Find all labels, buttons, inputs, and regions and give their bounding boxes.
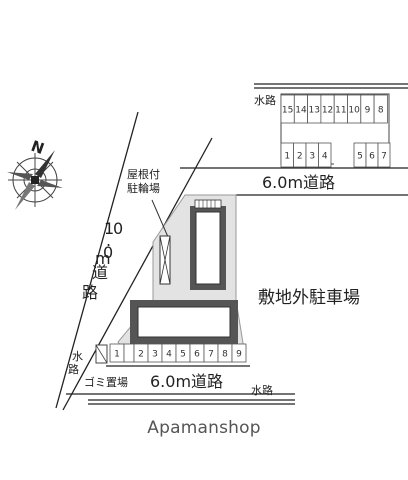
top-water-label: 水路 [254, 94, 276, 107]
bottom-road-label: 6.0m道路 [150, 372, 223, 391]
svg-text:.: . [106, 231, 111, 250]
svg-text:0: 0 [113, 219, 123, 238]
left-water-label: 水 路 [68, 350, 83, 376]
compass-icon [7, 150, 63, 210]
top-road-label: 6.0m道路 [262, 173, 335, 192]
site-parking-number: 1 [114, 350, 120, 360]
diagonal-road-label: 1 0 . 0 m 道 路 [82, 219, 123, 302]
top-parking-left-number: 1 [284, 152, 290, 162]
diagonal-road-edge-right [62, 137, 213, 411]
top-parking-left-number: 4 [322, 152, 328, 162]
top-parking-left-number: 3 [309, 152, 315, 162]
site-parking-slot [231, 343, 247, 363]
top-parking-number: 13 [309, 106, 320, 116]
bicycle-parking-label-2: 駐輪場 [127, 181, 160, 195]
top-parking-right-number: 7 [381, 152, 387, 162]
site-parking-number: 6 [194, 350, 200, 360]
site-parking-number: 7 [208, 350, 214, 360]
top-parking-number: 14 [295, 106, 307, 116]
site-parking-number: 4 [166, 350, 172, 360]
top-parking-number: 12 [322, 106, 333, 116]
top-parking-right-number: 6 [369, 152, 375, 162]
top-parking-left-number: 2 [297, 152, 303, 162]
building-stair [194, 199, 222, 209]
bottom-water-label: 水路 [251, 384, 273, 397]
top-parking-gap [334, 130, 354, 166]
bicycle-parking-leader [151, 199, 169, 238]
top-parking-number: 8 [378, 106, 384, 116]
svg-text:0: 0 [103, 243, 113, 262]
top-parking-number: 11 [335, 106, 346, 116]
site-parking-number: 2 [138, 350, 144, 360]
top-parking-right-number: 5 [357, 152, 363, 162]
top-parking-number: 15 [282, 106, 293, 116]
site-parking-number: 8 [222, 350, 228, 360]
watermark: Apamanshop [147, 418, 261, 438]
top-parking-left-slot [318, 142, 332, 168]
diagonal-road-edge-left [55, 111, 139, 409]
offsite-parking-label: 敷地外駐車場 [258, 288, 360, 308]
site-parking-number: 3 [152, 350, 158, 360]
svg-text:路: 路 [68, 363, 79, 376]
site-parking-blank-slot [123, 343, 135, 363]
garbage-label: ゴミ置場 [84, 375, 128, 389]
top-parking-right-slot [377, 142, 391, 168]
svg-text:路: 路 [82, 283, 98, 302]
top-parking-number: 9 [365, 106, 371, 116]
svg-text:1: 1 [104, 219, 114, 238]
svg-text:道: 道 [92, 263, 108, 282]
svg-text:水: 水 [72, 350, 83, 363]
top-parking-slot [373, 94, 388, 124]
top-parking-number: 10 [348, 106, 360, 116]
compass-north-label: N [29, 137, 47, 158]
site-parking-number: 5 [180, 350, 186, 360]
site-parking-number: 9 [236, 350, 242, 360]
svg-text:m: m [95, 249, 111, 268]
bicycle-parking-label: 屋根付 [127, 167, 160, 181]
